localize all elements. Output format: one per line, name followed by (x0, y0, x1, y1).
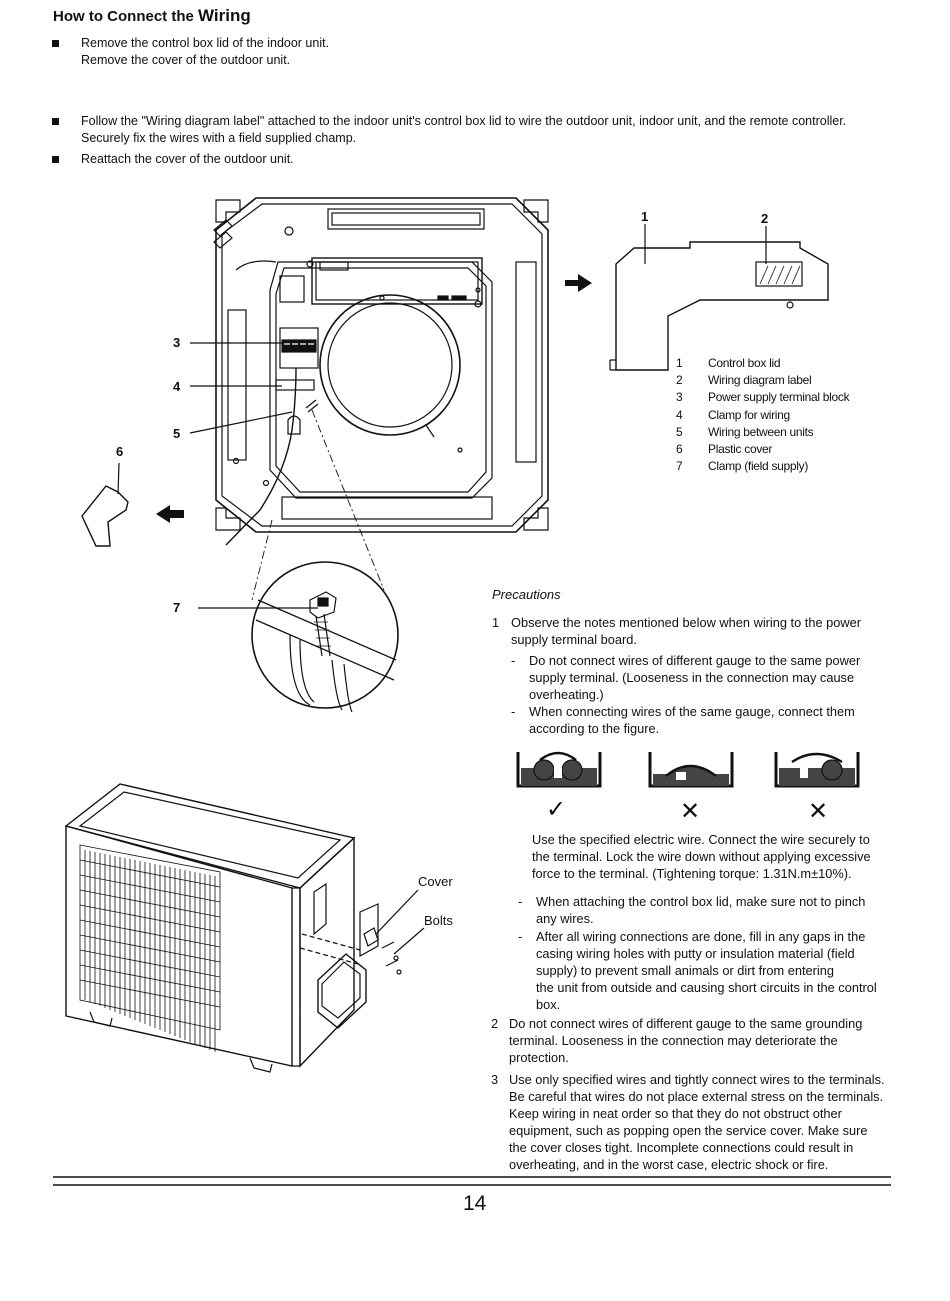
bullet-remove-lids: Remove the control box lid of the indoor… (52, 35, 330, 69)
note-different-gauge: Do not connect wires of different gauge … (529, 653, 861, 702)
bullet-follow-label: Follow the "Wiring diagram label" attach… (52, 113, 847, 147)
plastic-cover-drawing (81, 462, 184, 547)
terminal-wrong-icon (648, 752, 734, 788)
precautions-heading: Precautions (492, 587, 561, 602)
callout-2: 2 (761, 211, 769, 226)
precaution-number: 1 (492, 615, 500, 630)
callout-3: 3 (173, 335, 181, 350)
title-text: How to Connect the (53, 8, 198, 25)
page-title: How to Connect the Wiring (53, 6, 251, 26)
label-bolts: Bolts (424, 913, 453, 928)
page-number: 14 (463, 1192, 487, 1215)
callout-5: 5 (173, 426, 181, 441)
dash-icon: - (511, 704, 516, 719)
bullet-square-icon (52, 40, 59, 47)
precaution-1: Observe the notes mentioned below when w… (511, 615, 861, 647)
clamp-detail-drawing (198, 561, 399, 713)
note-fill-gaps: After all wiring connections are done, f… (536, 929, 877, 1012)
right-arrow-icon (565, 274, 592, 292)
bullet-text: Remove the cover of the outdoor unit. (81, 53, 291, 67)
callout-6: 6 (116, 444, 124, 459)
wire-instruction: Use the specified electric wire. Connect… (532, 832, 871, 881)
control-box-lid-drawing (609, 224, 829, 371)
check-icon: ✓ (546, 796, 567, 823)
bullet-text: Remove the control box lid of the indoor… (81, 36, 330, 50)
outdoor-unit-drawing (64, 783, 425, 1073)
callout-7: 7 (173, 600, 181, 615)
dash-icon: - (511, 653, 516, 668)
note-pinch-wires: When attaching the control box lid, make… (536, 894, 866, 926)
note-same-gauge: When connecting wires of the same gauge,… (529, 704, 855, 736)
cross-icon: ✕ (808, 798, 829, 825)
terminal-correct-icon (516, 751, 602, 788)
precaution-number: 3 (491, 1072, 499, 1087)
callout-1: 1 (641, 209, 649, 224)
label-cover: Cover (418, 874, 453, 889)
precaution-2: Do not connect wires of different gauge … (509, 1016, 863, 1065)
bullet-text: Follow the "Wiring diagram label" attach… (81, 114, 847, 128)
callout-4: 4 (173, 379, 181, 394)
terminal-wrong-icon-2 (774, 752, 860, 788)
title-text-large: Wiring (198, 6, 251, 25)
dash-icon: - (518, 929, 523, 944)
dash-icon: - (518, 894, 523, 909)
bullet-text: Securely fix the wires with a field supp… (81, 131, 357, 145)
bullet-square-icon (52, 156, 59, 163)
cross-icon: ✕ (680, 798, 701, 825)
indoor-unit-drawing (189, 197, 549, 601)
bullet-reattach-cover: Reattach the cover of the outdoor unit. (52, 151, 294, 168)
precaution-number: 2 (491, 1016, 499, 1031)
bullet-square-icon (52, 118, 59, 125)
precaution-3: Use only specified wires and tightly con… (509, 1072, 885, 1172)
bullet-text: Reattach the cover of the outdoor unit. (81, 152, 294, 166)
